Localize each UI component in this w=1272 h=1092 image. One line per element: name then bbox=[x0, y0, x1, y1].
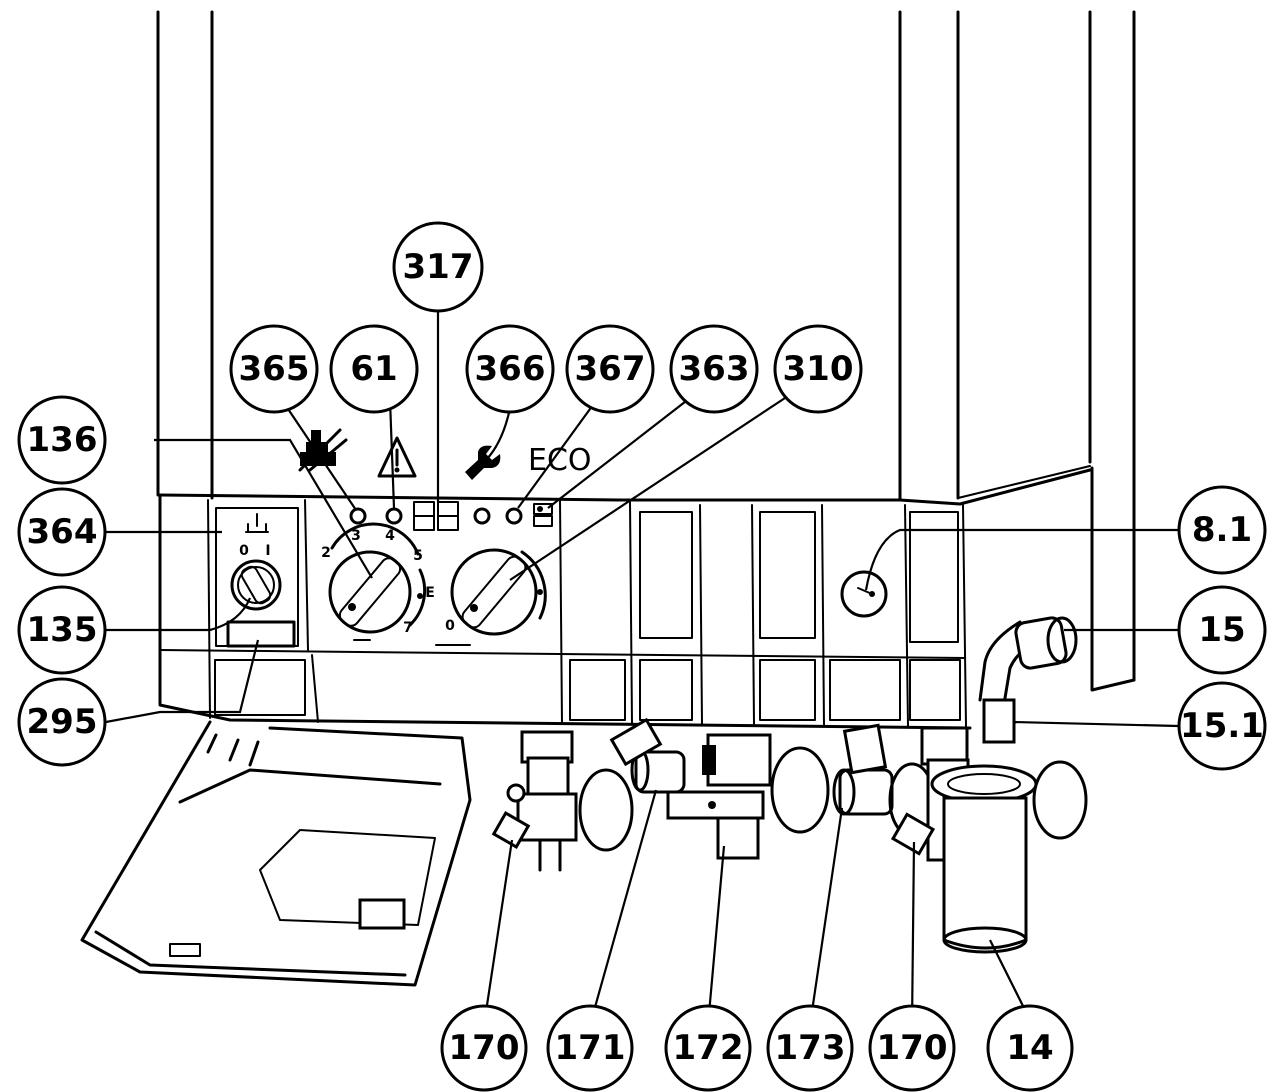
callout-label: 170 bbox=[877, 1028, 948, 1068]
svg-text:3: 3 bbox=[351, 528, 361, 544]
callout-label: 366 bbox=[475, 349, 546, 389]
pressure-gauge bbox=[840, 570, 888, 618]
callout-label: 310 bbox=[783, 349, 854, 389]
svg-text:0: 0 bbox=[445, 618, 455, 634]
eco-lamp bbox=[505, 507, 523, 525]
callout-365: 365 bbox=[229, 324, 319, 414]
eco-label: ECO bbox=[528, 443, 592, 478]
control-panel bbox=[158, 468, 1092, 730]
callout-label: 367 bbox=[575, 349, 646, 389]
eco-button-icon bbox=[533, 503, 553, 527]
svg-text:E: E bbox=[425, 585, 435, 601]
wrench-icon bbox=[465, 445, 501, 480]
callout-label: 365 bbox=[239, 349, 310, 389]
leader-lines bbox=[105, 312, 1180, 1026]
callout-310: 310 bbox=[773, 324, 863, 414]
callout-8-1: 8.1 bbox=[1177, 485, 1267, 575]
gas-cock bbox=[666, 733, 830, 860]
callout-label: 364 bbox=[27, 512, 98, 552]
chimney-sweep-lamp bbox=[349, 507, 367, 525]
lower-cover bbox=[80, 720, 472, 987]
cold-water-inlet-fitting bbox=[832, 723, 936, 838]
callout-173: 173 bbox=[766, 1004, 854, 1092]
callout-14: 14 bbox=[986, 1004, 1074, 1092]
callout-15-1: 15.1 bbox=[1177, 681, 1267, 771]
heating-temperature-dial[interactable]: 2 3 4 5 E 7 bbox=[321, 522, 435, 641]
callout-label: 317 bbox=[403, 247, 474, 287]
callout-136: 136 bbox=[17, 395, 107, 485]
warning-icon bbox=[377, 436, 417, 478]
svg-text:5: 5 bbox=[413, 548, 423, 564]
svg-text:2: 2 bbox=[321, 545, 331, 561]
heating-flow-valve bbox=[491, 730, 634, 872]
callout-label: 61 bbox=[350, 349, 397, 389]
callout-label: 173 bbox=[775, 1028, 846, 1068]
burner-indicator-icon bbox=[245, 513, 269, 533]
callout-label: 15.1 bbox=[1180, 706, 1264, 746]
boiler-casing bbox=[156, 10, 1136, 692]
callout-label: 135 bbox=[27, 610, 98, 650]
callout-366: 366 bbox=[465, 324, 555, 414]
callout-61: 61 bbox=[329, 324, 419, 414]
diagnostic-slot bbox=[226, 620, 296, 648]
callout-label: 172 bbox=[673, 1028, 744, 1068]
callout-label: 136 bbox=[27, 420, 98, 460]
callout-170-right: 170 bbox=[868, 1004, 956, 1092]
callout-label: 8.1 bbox=[1192, 510, 1252, 550]
callout-367: 367 bbox=[565, 324, 655, 414]
callout-171: 171 bbox=[546, 1004, 634, 1092]
callout-label: 295 bbox=[27, 702, 98, 742]
callout-label: 14 bbox=[1006, 1028, 1053, 1068]
seven-segment-display bbox=[413, 501, 459, 531]
callout-295: 295 bbox=[17, 677, 107, 767]
callout-label: 15 bbox=[1198, 610, 1245, 650]
svg-text:7: 7 bbox=[403, 620, 413, 636]
main-switch-module: 0 I bbox=[215, 507, 299, 648]
callout-363: 363 bbox=[669, 324, 759, 414]
callout-317: 317 bbox=[392, 221, 484, 313]
callout-170-left: 170 bbox=[440, 1004, 528, 1092]
callout-15: 15 bbox=[1177, 585, 1267, 675]
safety-valve-elbow bbox=[978, 616, 1078, 744]
svg-text:I: I bbox=[265, 543, 270, 559]
indicator-row bbox=[349, 501, 553, 531]
svg-text:4: 4 bbox=[385, 528, 395, 544]
callout-label: 363 bbox=[679, 349, 750, 389]
callout-172: 172 bbox=[664, 1004, 752, 1092]
service-lamp bbox=[473, 507, 491, 525]
callout-364: 364 bbox=[17, 487, 107, 577]
drain-funnel bbox=[930, 764, 1038, 954]
callout-label: 170 bbox=[449, 1028, 520, 1068]
dhw-outlet-fitting bbox=[609, 717, 686, 794]
fault-lamp bbox=[385, 507, 403, 525]
svg-text:0: 0 bbox=[239, 543, 249, 559]
callout-135: 135 bbox=[17, 585, 107, 675]
main-switch-knob[interactable] bbox=[230, 559, 282, 611]
callout-label: 171 bbox=[555, 1028, 626, 1068]
hot-water-temperature-dial[interactable]: 0 bbox=[435, 548, 547, 646]
